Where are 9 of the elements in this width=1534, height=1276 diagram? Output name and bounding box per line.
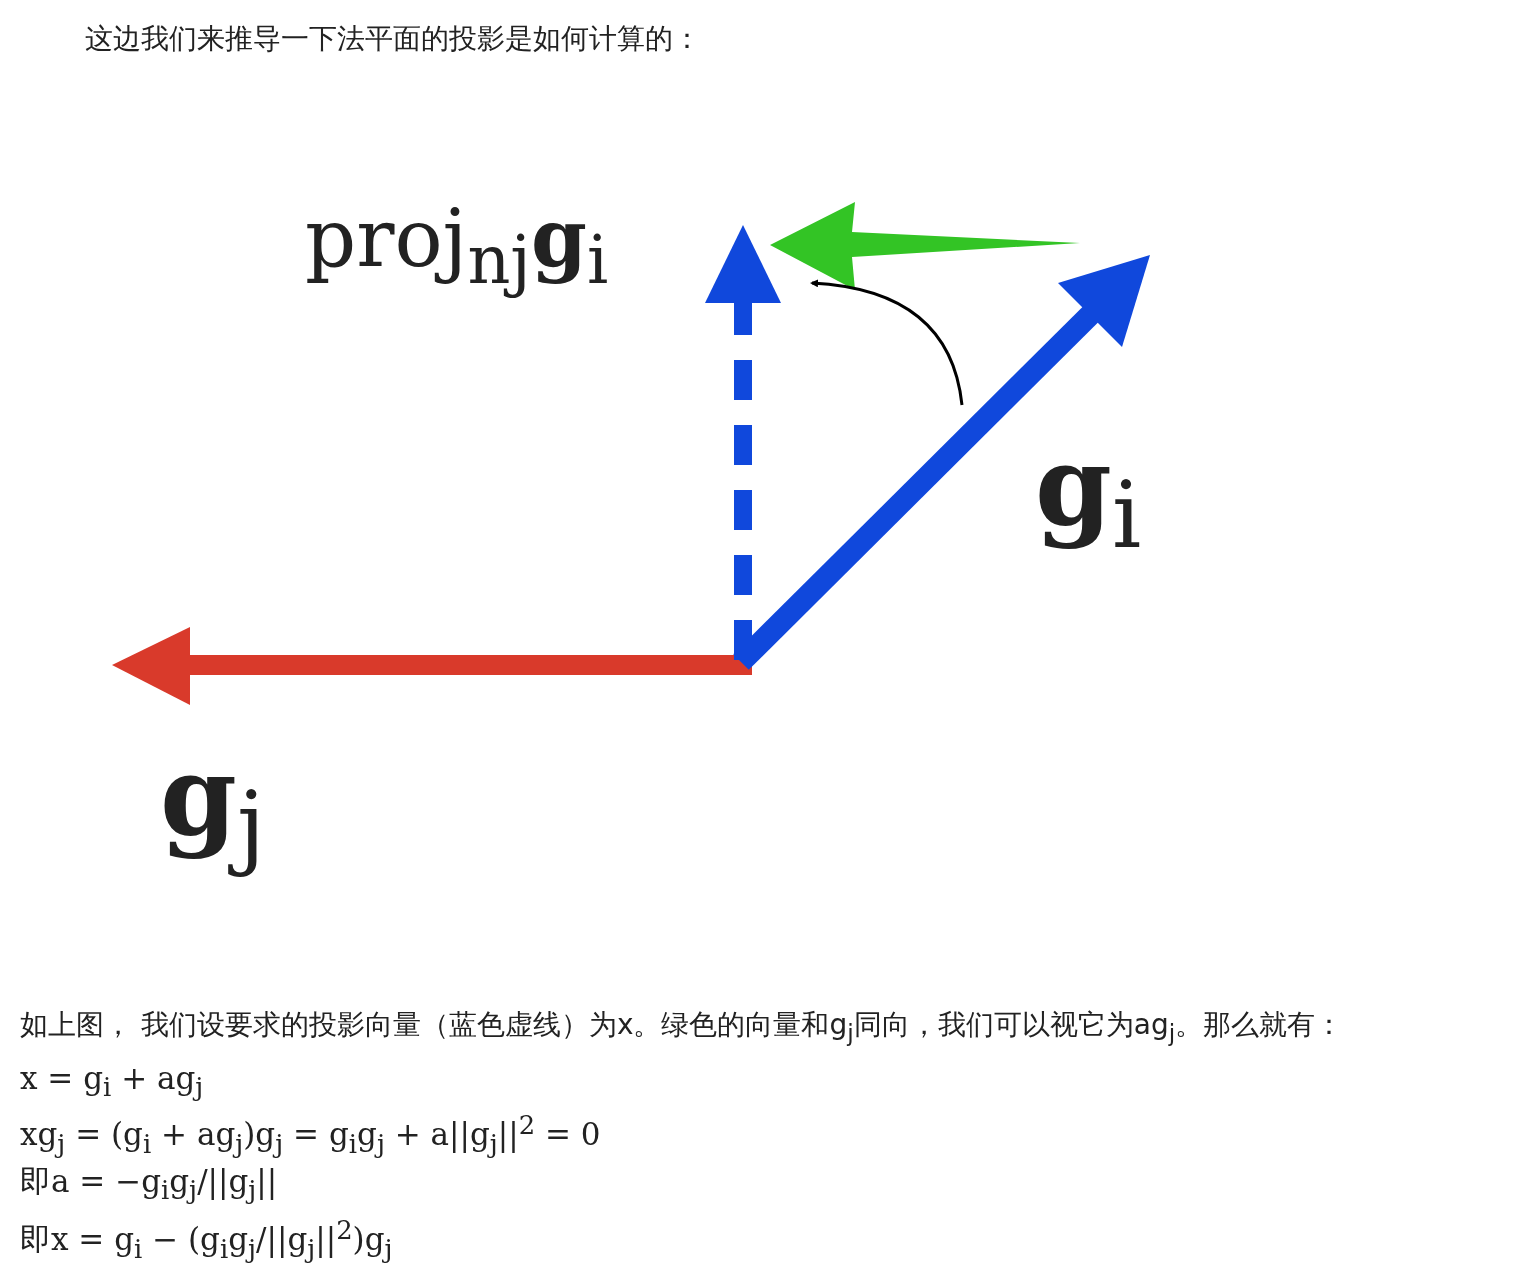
vector-label: proj$_{nj}$g$_{i}$: [305, 190, 609, 300]
vector-label: g$_{j}$: [160, 730, 266, 881]
equation: 即x = g$_{i}$ − (g$_{i}$g$_{j}$/||g$_{j}$||$^{2}$)g$_{j}$: [20, 1215, 393, 1265]
equation: 即a = −g$_{i}$g$_{j}$/||g$_{j}$||: [20, 1163, 278, 1207]
equation: x = g$_{i}$ + ag$_{j}$: [20, 1060, 204, 1104]
vector-label: g$_{i}$: [1035, 420, 1142, 571]
explanation-text: 如上图， 我们设要求的投影向量（蓝色虚线）为x。绿色的向量和g$_{j}$同向，我们可以视它为ag$_{j}$。那么就有：: [20, 1008, 1344, 1047]
equation: xg$_{j}$ = (g$_{i}$ + ag$_{j}$)g$_{j}$ = g$_{i}$g$_{j}$ + a||g$_{j}$||$^{2}$ = 0: [20, 1110, 601, 1160]
intro-text: 这边我们来推导一下法平面的投影是如何计算的：: [85, 22, 701, 56]
